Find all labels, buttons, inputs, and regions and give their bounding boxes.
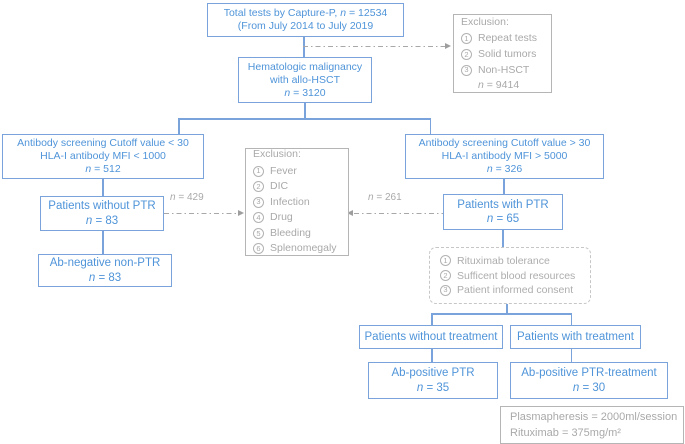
circled-number-icon: 2: [440, 270, 451, 281]
box-n-value: n = 326: [486, 163, 523, 175]
box-line: Patients with treatment: [517, 330, 634, 343]
connector-branch1-right: [429, 118, 431, 135]
box-line: HLA-I antibody MFI < 1000: [40, 150, 166, 162]
box-n-value: n = 83: [88, 271, 122, 284]
dashed-line-total-to-exclusion: [303, 46, 445, 48]
box-line: Ab-positive PTR-treatment: [521, 367, 657, 379]
box-patients-with-treatment: Patients with treatment: [510, 325, 641, 349]
box-hematologic-malignancy: Hematologic malignancy with allo-HSCT n …: [238, 57, 372, 103]
box-n-value: n = 65: [486, 213, 520, 225]
connector-withtreat-to-abpostreat: [570, 348, 572, 362]
arrow-left-icon: [347, 210, 353, 216]
box-patients-with-ptr: Patients with PTR n = 65: [443, 194, 563, 230]
circled-number-icon: 3: [461, 64, 472, 76]
circled-number-icon: 1: [461, 33, 472, 45]
box-line: Ab-positive PTR: [391, 367, 475, 379]
exclusion-n-value: n = 9414: [478, 78, 520, 91]
circled-number-icon: 2: [253, 181, 264, 193]
box-line: Antibody screening Cutoff value > 30: [418, 137, 591, 149]
box-line: HLA-I antibody MFI > 5000: [441, 150, 568, 162]
note-line: Plasmapheresis = 2000ml/session: [510, 411, 678, 423]
circled-number-icon: 4: [253, 212, 264, 224]
box-n-value: n = 30: [572, 381, 606, 394]
box-ab-positive-ptr: Ab-positive PTR n = 35: [368, 362, 498, 399]
box-line: Ab-negative non-PTR: [49, 257, 161, 269]
circled-number-icon: 5: [253, 227, 264, 239]
box-antibody-screening-high: Antibody screening Cutoff value > 30 HLA…: [405, 134, 604, 179]
box-patients-without-treatment: Patients without treatment: [359, 325, 503, 349]
circled-number-icon: 3: [253, 196, 264, 208]
arrow-right-icon: [445, 43, 451, 49]
connector-branch1-left: [178, 118, 180, 135]
box-line: (From July 2014 to July 2019: [237, 20, 374, 32]
circled-number-icon: 1: [440, 255, 451, 267]
arrow-right-icon: [238, 210, 244, 216]
connector-branch2-right: [570, 313, 572, 325]
circled-number-icon: 2: [461, 49, 472, 60]
box-total-tests: Total tests by Capture-P, n = 12534 (Fro…: [207, 3, 404, 37]
box-n-value: n = 35: [416, 381, 450, 394]
box-ab-positive-ptr-treatment: Ab-positive PTR-treatment n = 30: [510, 362, 668, 399]
box-line: Hematologic malignancy: [247, 60, 363, 73]
connector-rightscreen-to-withptr: [503, 178, 505, 195]
box-line: Antibody screening Cutoff value < 30: [17, 137, 189, 149]
note-line: Rituximab = 375mg/m²: [510, 427, 621, 439]
edge-label-n429: n = 429: [170, 192, 204, 203]
box-line: Patients without PTR: [48, 200, 156, 212]
box-n-value: n = 512: [85, 163, 121, 175]
connector-consent-down: [506, 303, 508, 313]
circled-number-icon: 1: [253, 165, 264, 177]
dashed-line-withptr-to-exclusion: [354, 213, 443, 215]
box-patients-without-ptr: Patients without PTR n = 83: [40, 196, 164, 231]
connector-hem-down: [304, 102, 306, 119]
connector-noptr-to-abneg: [102, 230, 104, 255]
box-line: with allo-HSCT: [269, 73, 340, 86]
connector-notreat-to-abpos: [431, 348, 433, 362]
box-line: Patients with PTR: [457, 198, 549, 211]
box-antibody-screening-low: Antibody screening Cutoff value < 30 HLA…: [2, 134, 204, 179]
box-n-value: n = 3120: [284, 86, 326, 99]
box-line: Patients without treatment: [364, 330, 498, 343]
dashed-line-noptr-to-exclusion: [164, 213, 238, 215]
box-n-value: n = 83: [85, 214, 119, 227]
connector-leftscreen-to-noptr: [102, 178, 104, 196]
connector-withptr-to-consent: [502, 229, 504, 247]
connector-branch2-horizontal: [431, 313, 572, 315]
circled-number-icon: 3: [440, 284, 451, 296]
box-line: Total tests by Capture-P, n = 12534: [223, 7, 388, 19]
connector-branch2-left: [431, 313, 433, 325]
circled-number-icon: 6: [253, 243, 264, 255]
exclusion-title: Exclusion:: [253, 148, 301, 161]
exclusion-title: Exclusion:: [461, 16, 509, 29]
box-ab-negative-non-ptr: Ab-negative non-PTR n = 83: [38, 254, 172, 287]
edge-label-n261: n = 261: [368, 192, 402, 203]
connector-branch1-horizontal: [178, 118, 431, 120]
treatment-dose-note: Plasmapheresis = 2000ml/session Rituxima…: [500, 406, 684, 444]
